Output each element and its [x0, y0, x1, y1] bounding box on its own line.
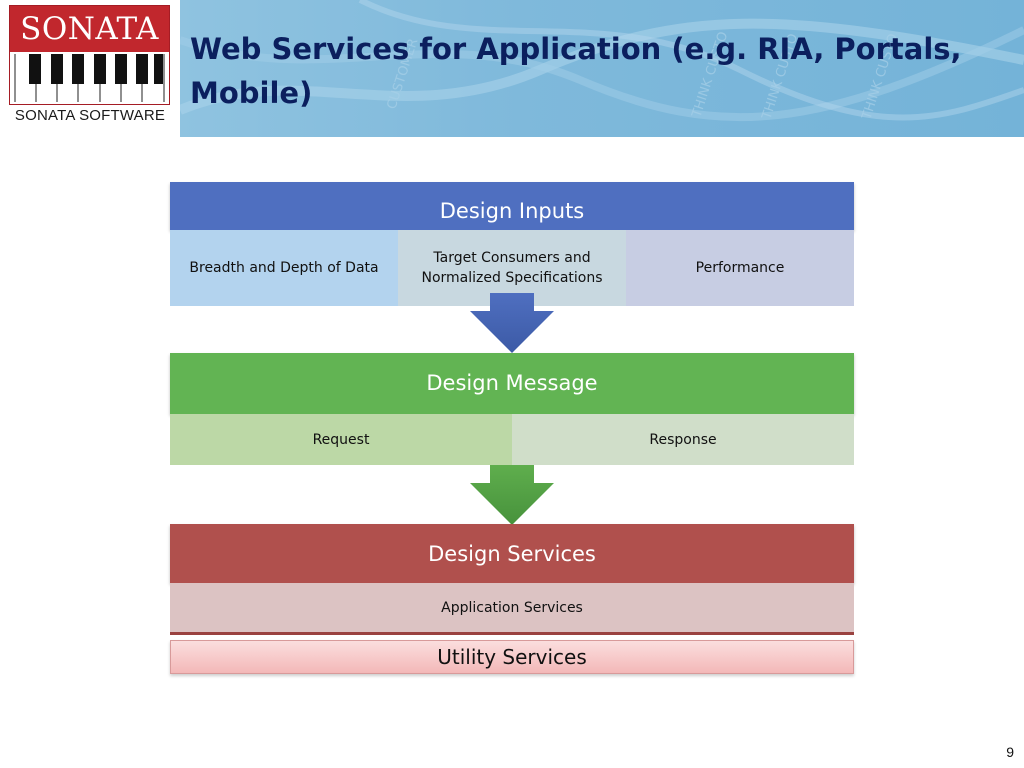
piano-keys-icon [14, 54, 165, 102]
page-number: 9 [1006, 744, 1014, 760]
application-services: Application Services [170, 583, 854, 635]
logo-brand-text: SONATA [10, 6, 169, 52]
sonata-logo: SONATA [9, 5, 170, 105]
input-breadth-depth: Breadth and Depth of Data [170, 230, 398, 306]
message-request: Request [170, 414, 512, 465]
dna-watermark-graphic: THINK CUSTO THINK CUSTO THINK CUSTO CUST… [180, 0, 1024, 122]
input-performance: Performance [626, 230, 854, 306]
utility-services: Utility Services [170, 640, 854, 674]
design-services-header: Design Services [170, 524, 854, 583]
design-message-header: Design Message [170, 353, 854, 414]
slide-title: Web Services for Application (e.g. RIA, … [190, 32, 962, 110]
header-banner: THINK CUSTO THINK CUSTO THINK CUSTO CUST… [180, 0, 1024, 137]
logo-panel: SONATA SONATA SOFTWARE [0, 0, 180, 137]
message-response: Response [512, 414, 854, 465]
down-arrow-icon [470, 293, 554, 353]
logo-subtitle: SONATA SOFTWARE [14, 107, 166, 124]
down-arrow-icon [470, 465, 554, 525]
design-inputs-header: Design Inputs [170, 182, 854, 230]
